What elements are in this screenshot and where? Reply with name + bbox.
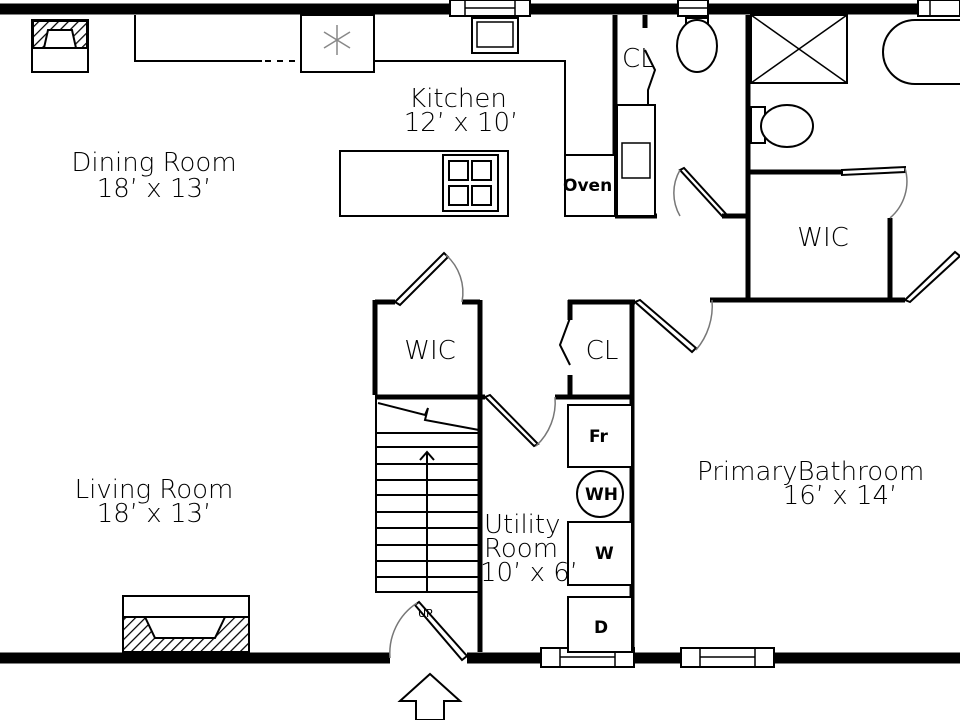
dryer — [567, 596, 633, 653]
utility-room-label: Utility — [484, 510, 560, 540]
windows — [449, 0, 960, 668]
closet-upper-label: CL — [622, 44, 655, 74]
stairs-up-label: UP — [418, 607, 433, 620]
dryer-label: D — [594, 618, 608, 638]
oven — [564, 154, 616, 217]
closet-utility-label: CL — [586, 336, 619, 366]
living-room-size: 18’ x 13’ — [97, 499, 212, 529]
oven-label: Oven — [563, 176, 612, 196]
cooktop-icon — [442, 154, 499, 212]
washer — [567, 521, 633, 586]
toilet-icon — [760, 104, 814, 148]
utility-room-size: 10’ x 6’ — [480, 558, 578, 588]
toilet-icon — [676, 19, 718, 73]
utility-appliances: Fr WH W D — [567, 404, 633, 653]
bath-fixtures — [616, 14, 960, 217]
dining-room-size: 18’ x 13’ — [97, 174, 212, 204]
dining-room-label: Dining Room — [71, 148, 236, 178]
freezer-label: Fr — [589, 427, 609, 447]
living-room-label: Living Room — [75, 475, 234, 505]
kitchen-fixtures: Oven — [31, 14, 616, 217]
water-heater — [576, 470, 624, 518]
exterior-walls — [0, 3, 960, 664]
water-heater-label: WH — [585, 485, 618, 505]
primary-bathroom-size: 16’ x 14’ — [783, 481, 898, 511]
kitchen-label: Kitchen — [409, 84, 507, 114]
primary-bathroom-label: PrimaryBathroom — [697, 457, 924, 487]
kitchen-size: 12’ x 10’ — [404, 108, 519, 138]
refrigerator-icon — [300, 14, 375, 73]
doors[interactable] — [389, 15, 960, 662]
freezer — [567, 404, 633, 468]
washer-label: W — [595, 544, 614, 564]
wic-upper-label: WIC — [797, 223, 849, 253]
vanity-sink-icon — [616, 104, 656, 217]
living-fireplace-icon — [122, 595, 250, 653]
utility-room-label-2: Room — [484, 534, 558, 564]
stairs[interactable]: UP — [375, 397, 480, 620]
wic-stair-label: WIC — [404, 336, 456, 366]
snowflake-icon — [323, 25, 351, 55]
entry-arrow-icon — [397, 672, 463, 720]
bathtub-icon — [882, 19, 960, 85]
